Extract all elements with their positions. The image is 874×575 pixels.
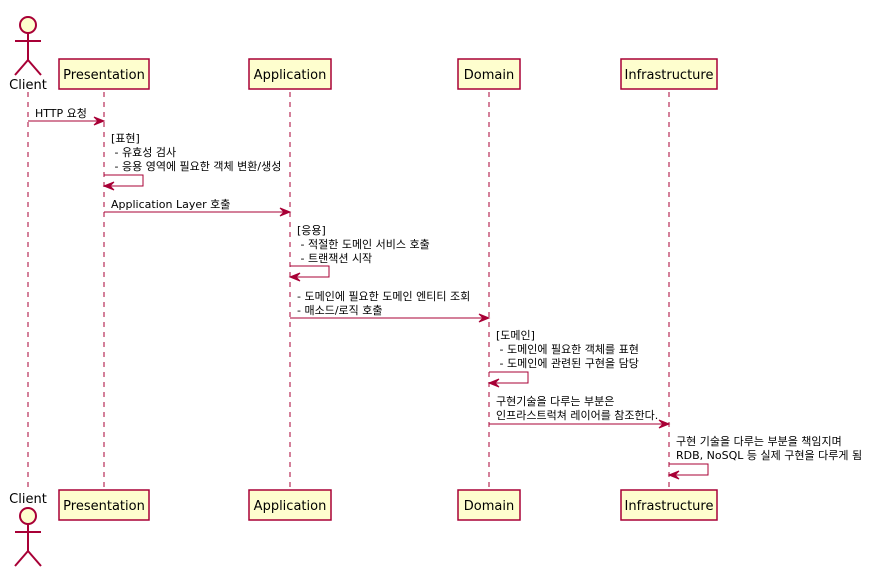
message-label: HTTP 요청 [35,107,87,120]
arrowhead [667,470,680,480]
participant-presentation-bottom: Presentation [58,489,150,521]
message-label: [도메인] [496,329,535,342]
actor-client-top: Client [9,16,47,93]
message-label: Application Layer 호출 [111,198,230,211]
message-domain-self: [도메인] - 도메인에 필요한 객체를 표현 - 도메인에 관련된 구현을 담… [487,329,639,388]
arrowhead [102,181,115,191]
participant-label: Presentation [63,68,145,83]
participant-infrastructure-top: Infrastructure [620,58,718,90]
participant-application-top: Application [248,58,332,90]
message-label: 인프라스트럭쳐 레이어를 참조한다. [496,409,658,422]
participant-domain-bottom: Domain [457,489,521,521]
actor-icon [14,16,42,76]
participant-label: Domain [464,68,514,83]
arrowhead [658,419,671,429]
actor-label: Client [9,78,47,93]
message-call-domain: - 도메인에 필요한 도메인 엔티티 조회 - 매소드/로직 호출 [290,290,491,323]
participant-label: Application [254,499,327,514]
arrowhead [93,116,106,126]
message-call-infrastructure: 구현기술을 다루는 부분은 인프라스트럭쳐 레이어를 참조한다. [489,395,671,429]
message-call-application: Application Layer 호출 [104,198,292,217]
participant-label: Presentation [63,499,145,514]
participant-infrastructure-bottom: Infrastructure [620,489,718,521]
message-label: - 도메인에 필요한 객체를 표현 [496,343,639,356]
participant-presentation-top: Presentation [58,58,150,90]
message-label: RDB, NoSQL 등 실제 구현을 다루게 됨 [676,449,862,462]
arrowhead [288,272,301,282]
participant-label: Infrastructure [625,68,714,83]
message-application-self: [응용] - 적절한 도메인 서비스 호출 - 트랜잭션 시작 [288,224,430,282]
message-label: [응용] [297,224,326,237]
message-label: 구현기술을 다루는 부분은 [496,395,614,408]
participant-label: Application [254,68,327,83]
message-label: - 유효성 검사 [111,146,176,159]
arrowhead [478,313,491,323]
message-label: - 트랜잭션 시작 [297,252,372,265]
message-label: - 적절한 도메인 서비스 호출 [297,238,430,251]
message-infrastructure-self: 구현 기술을 다루는 부분을 책임지며 RDB, NoSQL 등 실제 구현을 … [667,435,862,480]
message-label: [표현] [111,132,140,145]
message-http-request: HTTP 요청 [28,107,106,126]
participant-domain-top: Domain [457,58,521,90]
message-label: - 도메인에 관련된 구현을 담당 [496,357,639,370]
participant-application-bottom: Application [248,489,332,521]
participant-label: Domain [464,499,514,514]
message-label: - 응용 영역에 필요한 객체 변환/생성 [111,160,281,173]
message-label: 구현 기술을 다루는 부분을 책임지며 [676,435,842,448]
actor-icon [14,507,42,567]
participant-label: Infrastructure [625,499,714,514]
arrowhead [487,378,500,388]
message-label: - 도메인에 필요한 도메인 엔티티 조회 [297,290,470,303]
actor-client-bottom: Client [9,492,47,567]
message-presentation-self: [표현] - 유효성 검사 - 응용 영역에 필요한 객체 변환/생성 [102,132,281,191]
arrowhead [279,207,292,217]
message-label: - 매소드/로직 호출 [297,304,383,317]
actor-label: Client [9,492,47,507]
